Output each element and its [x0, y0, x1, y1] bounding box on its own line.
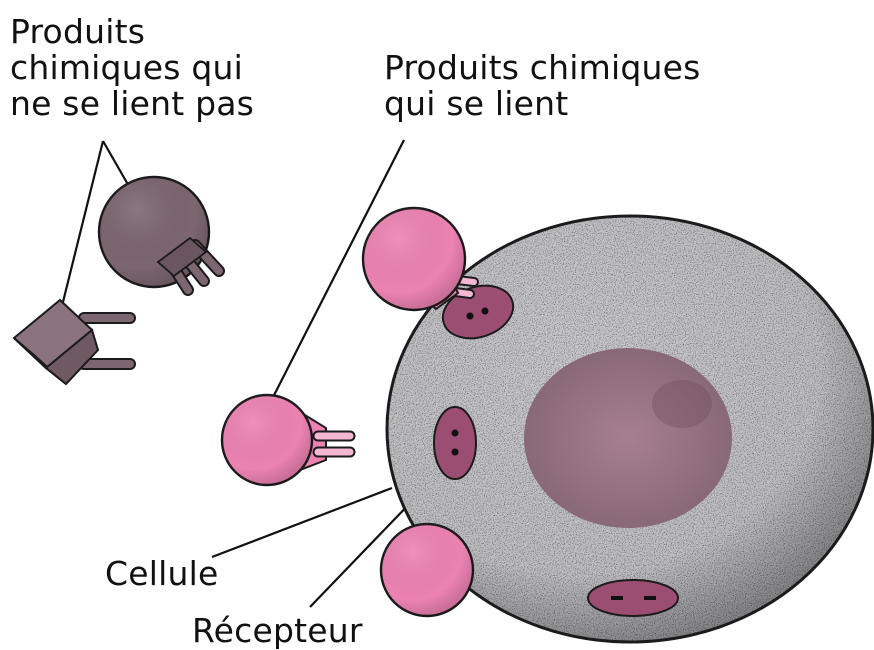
leader-cell [212, 488, 392, 557]
binding-chemical-left [222, 395, 350, 485]
receptor-middle [434, 407, 476, 479]
label-binding-line-1: Produits chimiques [384, 50, 701, 86]
label-cell: Cellule [105, 556, 218, 592]
receptor-bottom [588, 580, 678, 616]
nucleus [524, 348, 732, 528]
non-binding-chemical-block [14, 300, 130, 384]
label-non-binding-chemicals: Produits chimiques qui ne se lient pas [10, 14, 254, 122]
non-binding-chemical-round [99, 177, 219, 290]
label-binding-line-2: qui se lient [384, 86, 701, 122]
label-non-binding-line-2: chimiques qui [10, 50, 254, 86]
label-non-binding-line-3: ne se lient pas [10, 86, 254, 122]
binding-chemical-bottom [381, 524, 473, 616]
label-non-binding-line-1: Produits [10, 14, 254, 50]
leader-non-binding-block [62, 141, 103, 306]
label-binding-chemicals: Produits chimiques qui se lient [384, 50, 701, 122]
binding-chemical-top [363, 208, 474, 310]
label-receptor: Récepteur [192, 613, 363, 649]
